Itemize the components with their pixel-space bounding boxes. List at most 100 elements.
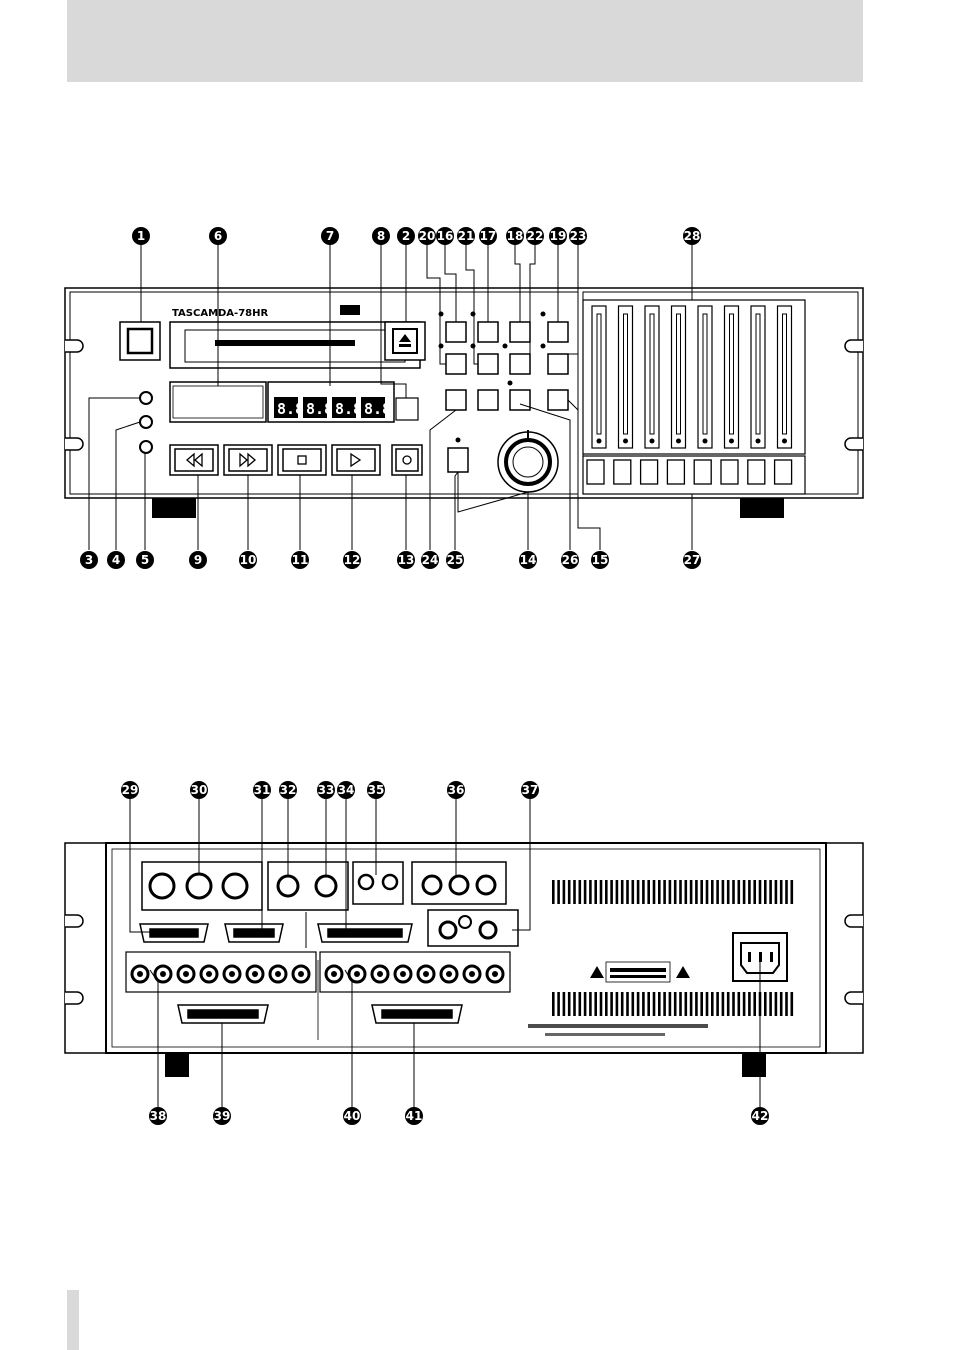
vent-slot [732, 880, 735, 904]
callout-number: 10 [240, 553, 257, 567]
vent-slot [722, 880, 725, 904]
callout-number: 36 [448, 783, 465, 797]
vent-slot [700, 992, 703, 1016]
vent-slot [769, 992, 772, 1016]
vent-slot [626, 992, 629, 1016]
rca-jack [418, 966, 434, 982]
model-label: DA-78HR [218, 308, 268, 319]
rca-jack-pin [160, 971, 166, 977]
caution-text-block-2 [545, 1033, 665, 1036]
meter-bar [597, 314, 601, 434]
callout-marker [447, 781, 465, 799]
callout-number: 34 [338, 783, 355, 797]
vent-slot [647, 880, 650, 904]
vent-slot [579, 880, 582, 904]
vent-slot [616, 880, 619, 904]
vent-slot [700, 880, 703, 904]
callout-number: 35 [368, 783, 385, 797]
vent-slot [647, 992, 650, 1016]
callout-number: 5 [141, 553, 149, 567]
vent-slot [594, 880, 597, 904]
vent-slot [600, 992, 603, 1016]
callout-number: 11 [292, 553, 309, 567]
vent-slot [791, 880, 794, 904]
callout-marker [343, 1107, 361, 1125]
callout-marker [317, 781, 335, 799]
svg-text:8.8: 8.8 [306, 400, 333, 418]
vent-slot [764, 880, 767, 904]
display-mode-key [396, 398, 418, 420]
meter-bar [624, 314, 628, 434]
callout-number: 33 [318, 783, 335, 797]
analog-output-jacks [326, 966, 503, 982]
vent-slot [568, 992, 571, 1016]
callout-number: 21 [458, 229, 475, 243]
meter-led [623, 439, 628, 444]
callout-marker [190, 781, 208, 799]
vent-slot [632, 880, 635, 904]
meter-bar [677, 314, 681, 434]
vent-slot [557, 992, 560, 1016]
vent-slot [637, 992, 640, 1016]
hr-badge [340, 305, 360, 315]
callout-number: 41 [406, 1109, 423, 1123]
callout-marker [279, 781, 297, 799]
rear-foot-right [742, 1053, 766, 1077]
vent-slot [685, 880, 688, 904]
vent-slot [732, 992, 735, 1016]
meter-led [650, 439, 655, 444]
vent-slot [621, 992, 624, 1016]
vent-slot [780, 992, 783, 1016]
vent-slot [722, 992, 725, 1016]
callout-number: 25 [447, 553, 464, 567]
rca-jack [372, 966, 388, 982]
meter-led [703, 439, 708, 444]
meter-bar [650, 314, 654, 434]
midi-connectors [142, 862, 262, 910]
callout-number: 24 [422, 553, 439, 567]
meter-led [729, 439, 734, 444]
front-panel-diagram: TASCAM DA-78HR 8.8 8.8 8.8 8.8 [0, 0, 954, 620]
rca-jack [441, 966, 457, 982]
vent-slot [791, 992, 794, 1016]
vent-slot [658, 880, 661, 904]
callout-marker [253, 781, 271, 799]
rca-jack-pin [275, 971, 281, 977]
rear-foot-left [165, 1053, 189, 1077]
callout-marker [751, 1107, 769, 1125]
vent-slot [716, 992, 719, 1016]
vent-slot [743, 880, 746, 904]
callout-number: 18 [507, 229, 524, 243]
vent-slot [679, 880, 682, 904]
callout-number: 40 [344, 1109, 361, 1123]
rca-jack-pin [492, 971, 498, 977]
tape-slot [170, 322, 420, 368]
callout-number: 22 [527, 229, 544, 243]
callout-marker [367, 781, 385, 799]
vent-slot [573, 880, 576, 904]
vent-slot [616, 992, 619, 1016]
rca-jack-pin [229, 971, 235, 977]
rca-jack [201, 966, 217, 982]
callout-number: 32 [280, 783, 297, 797]
vent-slot [653, 992, 656, 1016]
vent-slot [711, 992, 714, 1016]
rca-jack-pin [423, 971, 429, 977]
callout-number: 31 [254, 783, 271, 797]
vent-slot [610, 880, 613, 904]
rec-function-key [721, 460, 738, 484]
rca-jack [464, 966, 480, 982]
rca-jack-pin [298, 971, 304, 977]
vent-slot [663, 992, 666, 1016]
rca-jack-pin [331, 971, 337, 977]
vent-slot [695, 992, 698, 1016]
callout-number: 20 [419, 229, 436, 243]
rear-chassis [65, 843, 863, 1053]
vent-slot [738, 880, 741, 904]
callout-number: 6 [214, 229, 222, 243]
callout-number: 16 [437, 229, 454, 243]
vent-slot [753, 992, 756, 1016]
vent-slot [716, 880, 719, 904]
rear-top-callouts: 293031323334353637 [121, 781, 539, 799]
callout-number: 9 [194, 553, 202, 567]
